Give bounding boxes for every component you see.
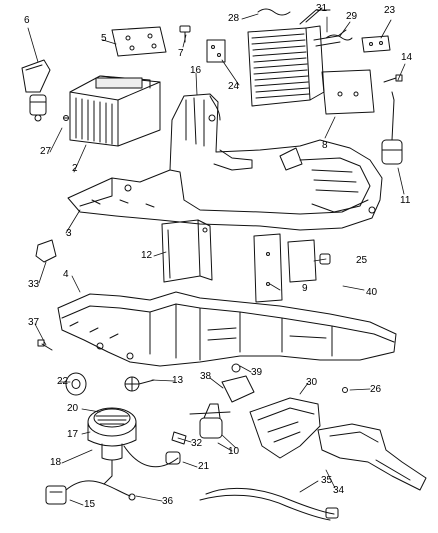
blower-motor-part <box>87 407 179 468</box>
callout-4: 4 <box>63 269 69 280</box>
seal-part <box>361 35 391 53</box>
callout-15: 15 <box>84 499 96 510</box>
bracket-actuator-part <box>21 59 51 122</box>
callout-36: 36 <box>162 496 174 507</box>
callout-37: 37 <box>28 317 40 328</box>
callout-38: 38 <box>200 371 212 382</box>
callout-18: 18 <box>50 457 62 468</box>
callout-10: 10 <box>228 446 240 457</box>
callout-11: 11 <box>400 195 411 206</box>
callout-3: 3 <box>66 228 72 239</box>
clip-part <box>319 253 331 265</box>
callout-24: 24 <box>228 81 240 92</box>
callout-2: 2 <box>72 163 78 174</box>
callout-29: 29 <box>346 11 358 22</box>
pivot-part <box>202 227 208 233</box>
screw-part <box>383 74 403 83</box>
callout-34: 34 <box>333 485 345 496</box>
callout-9: 9 <box>302 283 308 294</box>
callout-13: 13 <box>172 375 184 386</box>
callout-25: 25 <box>356 255 368 266</box>
mode-actuator-part <box>189 363 255 439</box>
callout-30: 30 <box>306 377 318 388</box>
lower-housing-part <box>57 291 397 367</box>
callout-6: 6 <box>24 15 30 26</box>
callout-40: 40 <box>366 287 378 298</box>
evaporator-core-part <box>69 75 161 147</box>
callout-33: 33 <box>28 279 40 290</box>
clip-part <box>257 8 291 16</box>
callout-32: 32 <box>191 438 203 449</box>
callout-31: 31 <box>316 3 328 14</box>
callout-7: 7 <box>178 48 184 59</box>
callout-27: 27 <box>40 146 52 157</box>
upper-housing-part <box>67 93 383 231</box>
callout-8: 8 <box>322 140 328 151</box>
mode-door-part <box>253 233 283 303</box>
leader-lines <box>27 13 406 506</box>
callout-39: 39 <box>251 367 263 378</box>
wire-part <box>65 480 136 501</box>
callout-14: 14 <box>401 52 413 63</box>
air-duct-part <box>249 397 321 459</box>
callout-16: 16 <box>190 65 202 76</box>
connector-part <box>165 451 181 465</box>
screw-part <box>342 387 348 393</box>
blower-resistor-part <box>124 376 155 392</box>
foam-ring-part <box>65 372 87 396</box>
callout-22: 22 <box>57 376 69 387</box>
callout-26: 26 <box>370 384 382 395</box>
callout-28: 28 <box>228 13 240 24</box>
vacuum-actuator-part <box>381 91 403 165</box>
heater-seal-part <box>321 69 375 115</box>
callout-17: 17 <box>67 429 79 440</box>
callout-5: 5 <box>101 33 107 44</box>
callout-21: 21 <box>198 461 210 472</box>
screw-part <box>63 115 69 121</box>
callout-23: 23 <box>384 5 396 16</box>
callout-20: 20 <box>67 403 79 414</box>
callout-35: 35 <box>321 475 333 486</box>
connector-part <box>171 431 187 445</box>
motor-wire-part <box>103 459 113 485</box>
heater-core-part <box>247 7 347 107</box>
wiring-harness-part <box>199 487 339 521</box>
clip-part <box>325 34 353 41</box>
filter-plate-part <box>111 26 167 57</box>
defrost-door-part <box>287 239 317 283</box>
connector-part <box>45 485 67 505</box>
screw-part <box>37 339 53 351</box>
seal-part <box>206 39 226 63</box>
floor-duct-part <box>317 423 427 491</box>
bracket-part <box>35 239 57 263</box>
blend-door-part <box>161 219 213 283</box>
bolt-part <box>179 25 191 43</box>
callout-12: 12 <box>141 250 153 261</box>
